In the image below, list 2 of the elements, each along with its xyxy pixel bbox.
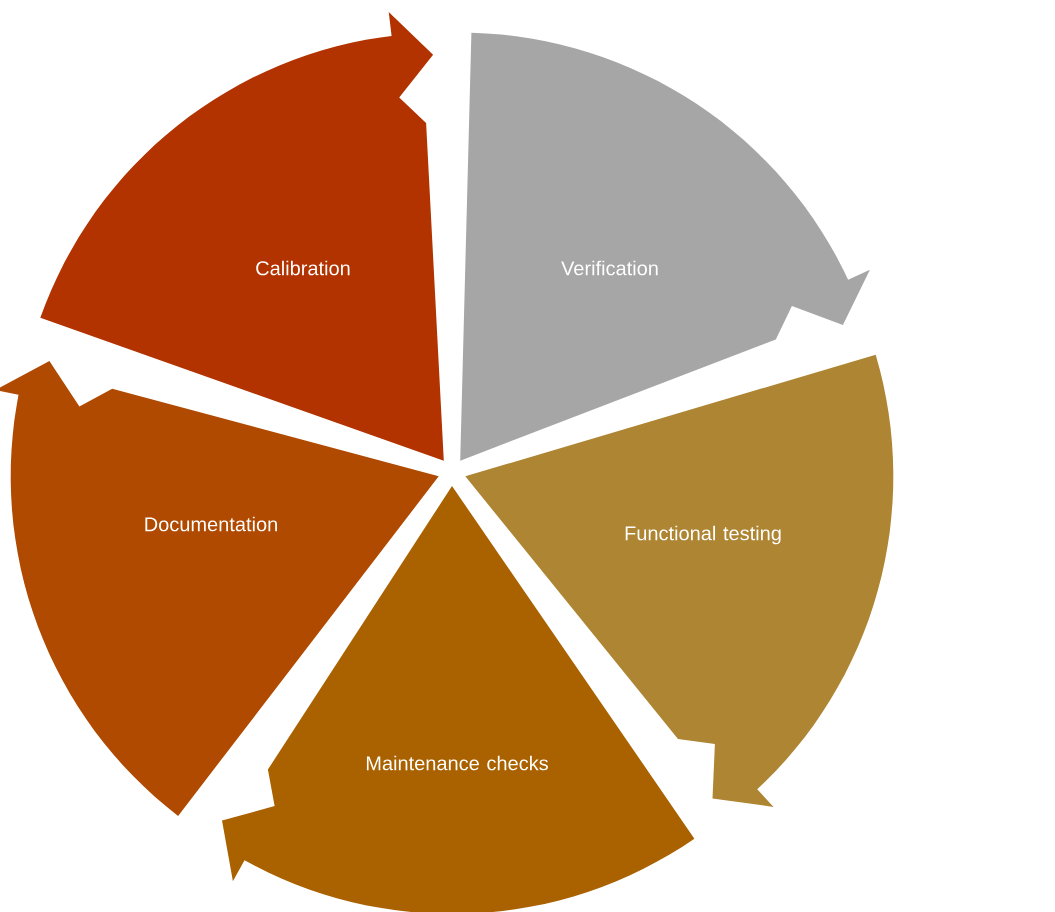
cycle-segment: Verification — [460, 32, 870, 461]
cycle-segment: Calibration — [40, 12, 444, 461]
